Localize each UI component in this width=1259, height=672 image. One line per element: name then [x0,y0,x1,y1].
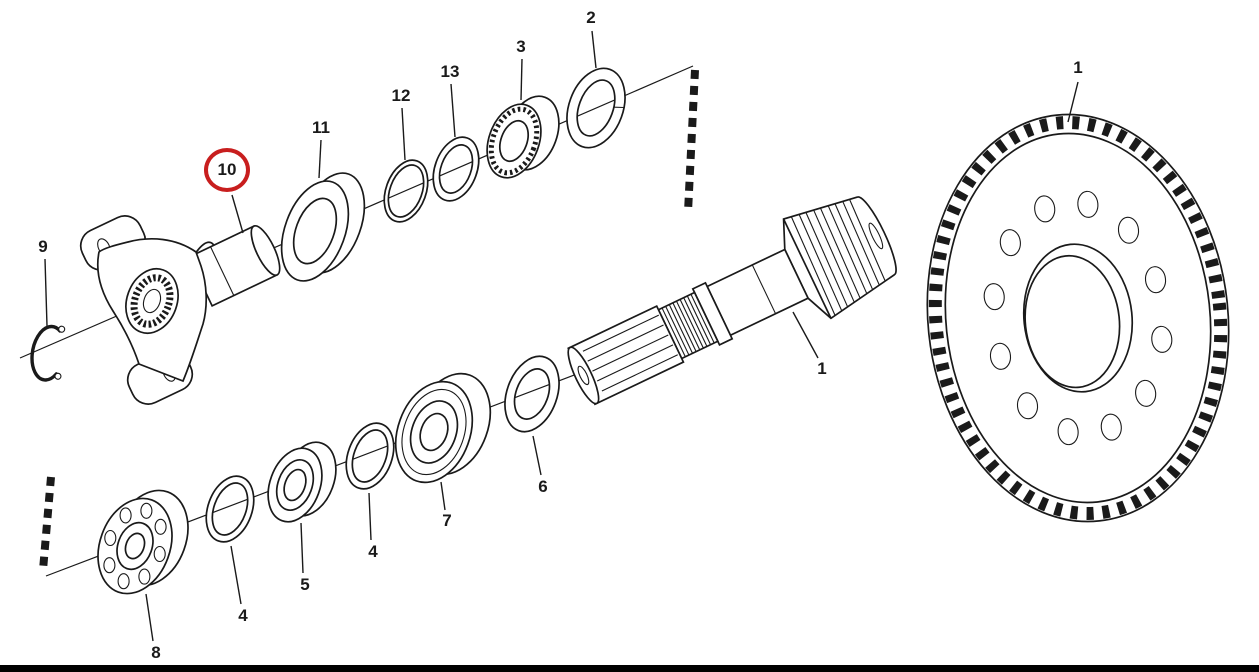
pinion-shaft-drawing [567,196,897,406]
part-label-bearing-large: 7 [442,511,452,530]
part-label-seal: 11 [312,118,330,137]
part-label-yoke: 10 [217,160,237,179]
ring-gear-drawing [926,113,1230,523]
part-label-tab-washer: 2 [586,8,596,27]
o-ring-drawing [383,159,429,223]
spacer-washer-13-drawing [432,136,480,202]
shim-4b-drawing [345,422,395,490]
part-label-pinion-shaft: 1 [817,359,827,378]
snap-ring-drawing [30,324,66,382]
bearing-cone-5-drawing [267,441,337,523]
highlight-circle-part-10: 10 [204,148,250,192]
leader-lines [44,30,1079,642]
part-label-shim-b: 4 [368,542,378,561]
shim-4a-drawing [205,475,255,543]
part-label-lock-nut: 3 [516,37,526,56]
bottom-border [0,665,1259,672]
part-label-washer: 6 [538,477,548,496]
bearing-7-drawing [394,372,492,484]
part-label-shim-a: 4 [238,606,248,625]
upper-break-marker [684,69,699,213]
part-label-o-ring: 12 [391,86,411,105]
part-label-snap-ring: 9 [38,237,48,256]
tab-washer-drawing [566,67,626,149]
part-label-bearing-cone: 5 [300,575,310,594]
lower-break-marker [39,476,55,571]
yoke-drawing [79,215,281,405]
part-label-bearing-small: 8 [151,643,161,662]
part-label-spacer-washer: 13 [440,62,460,81]
washer-6-drawing [504,355,560,433]
bearing-8-drawing [97,489,189,595]
part-label-ring-gear: 1 [1073,58,1083,77]
lock-nut-drawing [486,95,560,179]
seal-drawing [280,172,366,282]
